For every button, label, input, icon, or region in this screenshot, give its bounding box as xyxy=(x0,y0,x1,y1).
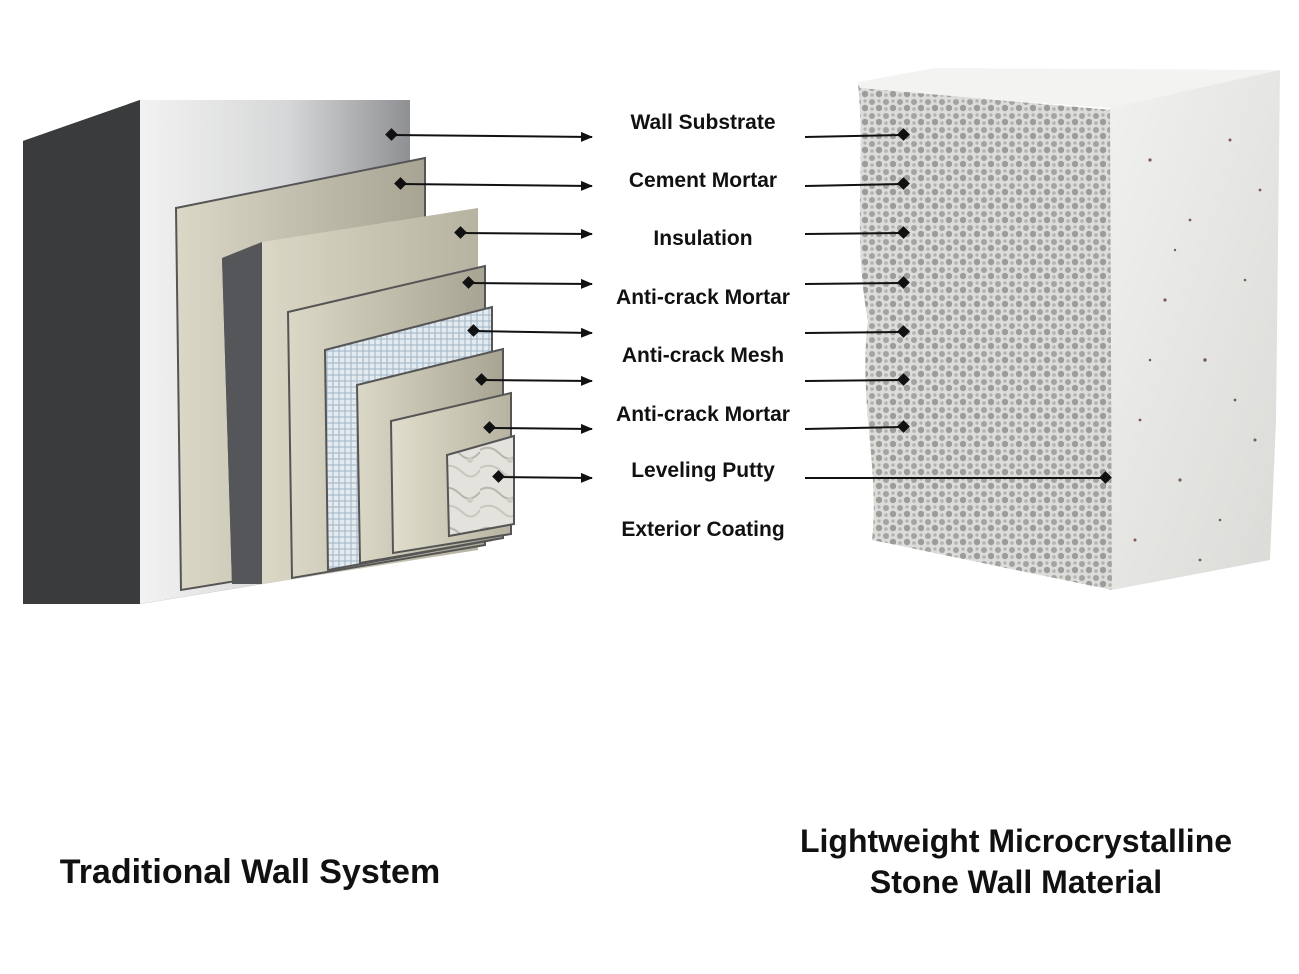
label-exterior-coating: Exterior Coating xyxy=(621,518,784,541)
label-cement-mortar: Cement Mortar xyxy=(629,169,777,192)
label-insulation: Insulation xyxy=(653,227,752,250)
label-wall-substrate: Wall Substrate xyxy=(630,111,775,134)
label-leveling-putty: Leveling Putty xyxy=(631,459,775,482)
label-anti-crack-mesh: Anti-crack Mesh xyxy=(622,344,784,367)
layer-labels: Wall Substrate Cement Mortar Insulation … xyxy=(616,111,790,541)
left-leader-arrows xyxy=(391,131,593,483)
layer-exterior-coating xyxy=(445,434,515,538)
microcrystalline-block-illustration xyxy=(858,68,1280,590)
label-anti-crack-mortar-1: Anti-crack Mortar xyxy=(616,286,790,309)
traditional-wall-illustration xyxy=(23,100,515,604)
caption-microcrystalline-line2: Stone Wall Material xyxy=(870,864,1162,900)
caption-traditional-wall: Traditional Wall System xyxy=(60,853,440,891)
label-anti-crack-mortar-2: Anti-crack Mortar xyxy=(616,403,790,426)
block-speckles xyxy=(1133,138,1262,562)
right-leader-lines xyxy=(804,134,1105,479)
caption-microcrystalline-line1: Lightweight Microcrystalline xyxy=(800,823,1232,859)
caption-microcrystalline: Lightweight Microcrystalline Stone Wall … xyxy=(800,823,1232,900)
left-leader-dots xyxy=(385,128,505,483)
